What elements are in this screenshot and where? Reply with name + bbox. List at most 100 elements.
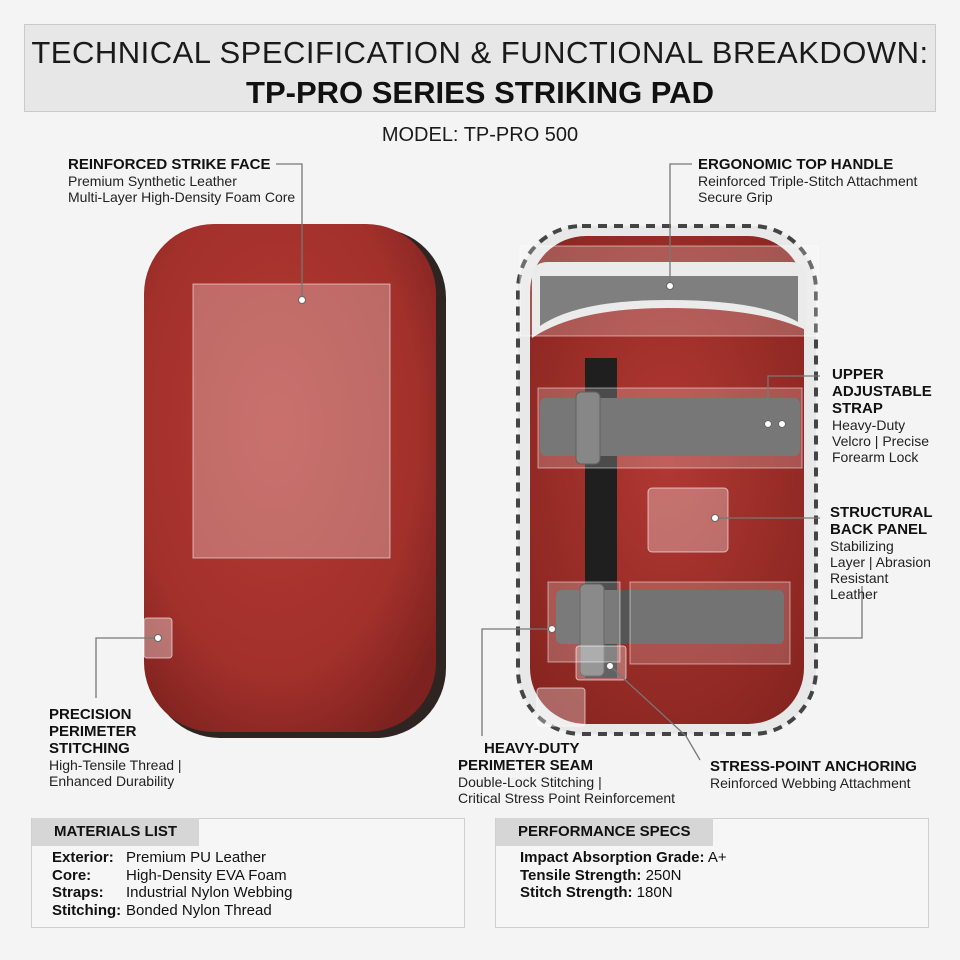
materials-key: Straps: xyxy=(52,884,104,901)
materials-key: Core: xyxy=(52,866,92,884)
dot-back-panel xyxy=(711,514,719,522)
materials-panel: MATERIALS LIST Exterior: Premium PU Leath… xyxy=(31,818,465,928)
materials-key: Exterior: xyxy=(52,849,114,866)
dot-stress-point xyxy=(606,662,614,670)
performance-row: Stitch Strength: 180N xyxy=(520,884,727,902)
dot-stitching xyxy=(154,634,162,642)
performance-panel: PERFORMANCE SPECS Impact Absorption Grad… xyxy=(495,818,929,928)
title-box: TECHNICAL SPECIFICATION & FUNCTIONAL BRE… xyxy=(24,24,936,112)
back-panel-highlight xyxy=(647,487,729,553)
lower-strap-highlight xyxy=(629,581,791,665)
performance-value: 180N xyxy=(636,884,673,901)
back-pad xyxy=(516,224,819,736)
handle-highlight xyxy=(519,245,819,337)
callout-line: High-Tensile Thread | xyxy=(49,757,182,773)
callout-title: BACK PANEL xyxy=(830,521,928,538)
callout-line: Premium Synthetic Leather xyxy=(68,173,237,189)
leader-dots xyxy=(154,282,786,670)
callout-title: REINFORCED STRIKE FACE xyxy=(68,156,271,173)
dot-strike-face xyxy=(298,296,306,304)
edge-highlight xyxy=(536,687,586,727)
callout-line: Heavy-Duty xyxy=(832,417,906,433)
leader-top-handle xyxy=(669,163,692,286)
top-handle xyxy=(540,276,798,326)
lower-strap-buckle xyxy=(579,583,605,677)
model-label: MODEL: TP-PRO 500 xyxy=(381,124,579,146)
callout-line: Resistant xyxy=(830,570,889,586)
callout-line: Secure Grip xyxy=(698,189,773,205)
front-pad-face xyxy=(144,224,436,732)
materials-value: Industrial Nylon Webbing xyxy=(126,884,293,901)
dot-seam xyxy=(548,625,556,633)
upper-strap-highlight xyxy=(537,387,803,469)
performance-row: Impact Absorption Grade: A+ xyxy=(520,849,727,867)
callout-title: UPPER xyxy=(832,366,884,383)
performance-value: A+ xyxy=(707,849,727,866)
leader-upper-strap xyxy=(767,375,820,424)
title-line-2: TP-PRO SERIES STRIKING PAD xyxy=(246,75,714,110)
callout-line: Velcro | Precise xyxy=(832,433,930,449)
callout-perimeter-seam: HEAVY-DUTY PERIMETER SEAM Double-Lock St… xyxy=(458,740,675,806)
upper-strap xyxy=(540,398,800,456)
front-pad xyxy=(143,224,446,738)
materials-row: Stitching:Bonded Nylon Thread xyxy=(52,902,292,920)
seam-highlight xyxy=(547,581,621,663)
callout-upper-strap: UPPER ADJUSTABLE STRAP Heavy-Duty Velcro… xyxy=(832,366,932,465)
callout-title: STRESS-POINT ANCHORING xyxy=(710,758,917,775)
dot-top-handle xyxy=(666,282,674,290)
upper-strap-buckle xyxy=(575,391,601,465)
callout-title: STRUCTURAL xyxy=(830,504,933,521)
callout-perimeter-stitching: PRECISION PERIMETER STITCHING High-Tensi… xyxy=(49,706,182,789)
callout-title: PERIMETER SEAM xyxy=(458,757,594,774)
leader-stress-point xyxy=(609,665,701,761)
callout-line: Stabilizing xyxy=(830,538,894,554)
callout-title: ERGONOMIC TOP HANDLE xyxy=(698,156,894,173)
callout-title: STRAP xyxy=(832,400,883,417)
performance-key: Tensile Strength: xyxy=(520,866,642,884)
callout-strike-face: REINFORCED STRIKE FACE Premium Synthetic… xyxy=(68,156,295,205)
callout-title: HEAVY-DUTY xyxy=(484,740,580,757)
materials-key: Stitching: xyxy=(52,901,122,919)
performance-heading: PERFORMANCE SPECS xyxy=(496,818,713,846)
materials-row: Exterior: Premium PU Leather xyxy=(52,849,292,867)
callout-line: Leather xyxy=(830,586,878,602)
callout-title: STITCHING xyxy=(49,740,130,757)
callout-back-panel: STRUCTURAL BACK PANEL Stabilizing Layer … xyxy=(830,504,933,602)
callout-line: Reinforced Webbing Attachment xyxy=(710,775,911,791)
materials-rows: Exterior: Premium PU Leather Core: High-De… xyxy=(52,849,292,919)
strike-face-highlight xyxy=(192,283,391,559)
title-line-1: TECHNICAL SPECIFICATION & FUNCTIONAL BRE… xyxy=(31,35,929,70)
leader-strike-face xyxy=(276,163,303,300)
callout-line: Enhanced Durability xyxy=(49,773,175,789)
lower-strap xyxy=(556,590,784,644)
callout-line: Forearm Lock xyxy=(832,449,919,465)
materials-row: Core: High-Density EVA Foam xyxy=(52,867,292,885)
callout-line: Multi-Layer High-Density Foam Core xyxy=(68,189,296,205)
performance-rows: Impact Absorption Grade: A+ Tensile Stre… xyxy=(520,849,727,902)
performance-key: Stitch Strength: xyxy=(520,884,633,901)
performance-key: Impact Absorption Grade: xyxy=(520,849,705,866)
leader-stitching xyxy=(95,637,158,698)
callout-line: Layer | Abrasion xyxy=(830,554,931,570)
performance-value: 250N xyxy=(645,866,682,884)
dot-upper-strap xyxy=(764,420,772,428)
callout-title: PRECISION xyxy=(49,706,132,723)
performance-row: Tensile Strength: 250N xyxy=(520,867,727,885)
materials-value: Bonded Nylon Thread xyxy=(126,901,272,919)
materials-heading: MATERIALS LIST xyxy=(32,818,200,846)
anchor-highlight xyxy=(575,645,627,681)
materials-row: Straps: Industrial Nylon Webbing xyxy=(52,884,292,902)
callout-stress-point: STRESS-POINT ANCHORING Reinforced Webbin… xyxy=(710,758,917,791)
materials-value: Premium PU Leather xyxy=(126,849,267,866)
callout-line: Reinforced Triple-Stitch Attachment xyxy=(698,173,918,189)
leader-seam xyxy=(481,628,552,736)
callout-title: PERIMETER xyxy=(49,723,137,740)
dot-upper-strap-2 xyxy=(778,420,786,428)
leader-structural-bracket xyxy=(805,586,863,639)
leader-lines xyxy=(95,163,863,761)
callout-line: Double-Lock Stitching | xyxy=(458,774,602,790)
materials-value: High-Density EVA Foam xyxy=(126,866,287,884)
callout-title: ADJUSTABLE xyxy=(832,383,932,400)
callout-top-handle: ERGONOMIC TOP HANDLE Reinforced Triple-S… xyxy=(698,156,917,205)
